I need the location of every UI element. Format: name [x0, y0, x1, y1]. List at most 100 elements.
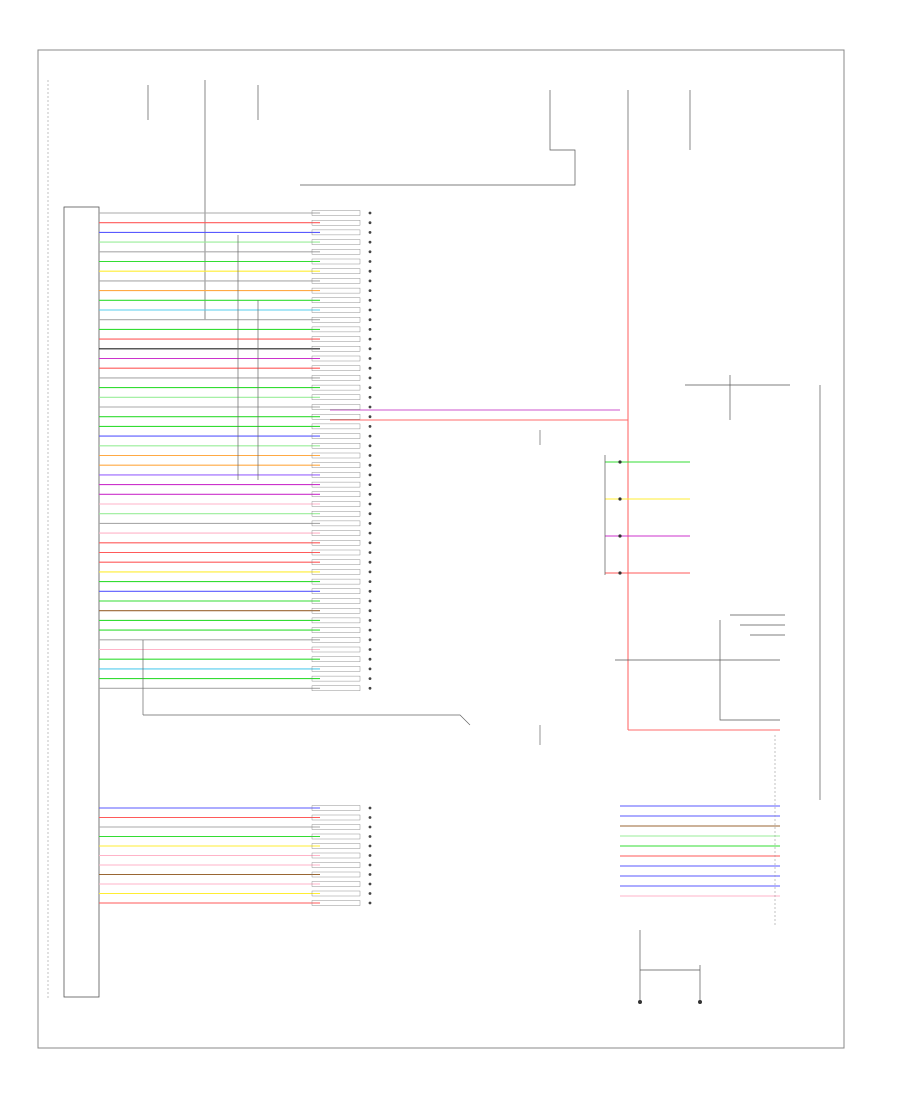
left-wires-connector — [311, 317, 361, 323]
lower-wires-connector — [311, 852, 361, 859]
left-wires-pin — [368, 541, 372, 545]
left-wires-pin — [368, 463, 372, 467]
lower-wires-connector — [311, 890, 361, 897]
lower-wires — [99, 805, 372, 906]
left-wires-pin — [368, 686, 372, 690]
left-wires-pin — [368, 425, 372, 428]
lower-wires-connector — [311, 881, 361, 887]
left-wires-pin — [368, 619, 372, 622]
left-wires-pin — [368, 560, 372, 564]
left-wires-pin — [368, 308, 372, 312]
lower-wires-pin — [368, 816, 372, 819]
lower-wires-pin — [368, 863, 372, 867]
left-wires-pin — [368, 638, 372, 642]
left-wires-connector — [311, 346, 361, 352]
left-wires-connector — [311, 249, 361, 255]
left-wires-connector — [311, 501, 361, 507]
left-wires-connector — [311, 481, 361, 488]
lower-wires-connector — [311, 814, 361, 821]
left-wires-pin — [368, 648, 372, 651]
left-wires-pin — [368, 444, 372, 448]
left-wires-pin — [368, 415, 372, 419]
top-right-connectors — [300, 90, 691, 186]
left-wires-connector — [311, 433, 361, 439]
left-wires-connector — [311, 578, 361, 585]
left-wires-pin — [368, 473, 372, 477]
lower-wires-connector — [311, 833, 361, 840]
lower-wires-pin — [368, 844, 372, 848]
left-wires-pin — [368, 492, 372, 496]
left-wires-pin — [368, 502, 372, 506]
left-wires-pin — [368, 677, 372, 680]
left-wires-connector — [311, 268, 361, 274]
left-wires-connector — [311, 627, 361, 633]
left-wires-pin — [368, 347, 372, 351]
left-wires-connector — [311, 520, 361, 527]
left-wires-connector — [311, 336, 361, 342]
left-wires-pin — [368, 386, 372, 389]
left-wires-connector — [311, 219, 361, 226]
left-wires-connector — [311, 278, 361, 284]
left-wires-pin — [368, 357, 372, 360]
left-wires-pin — [368, 328, 372, 331]
left-wires-connector — [311, 685, 361, 691]
left-wires-connector — [311, 365, 361, 371]
left-wires-connector — [311, 258, 361, 265]
lower-wires-pin — [368, 854, 372, 857]
left-wires-pin — [368, 512, 372, 516]
lower-wires-connector — [311, 871, 361, 878]
left-wires-pin — [368, 454, 372, 457]
lower-wires-pin — [368, 892, 372, 895]
left-wires-connector — [311, 423, 361, 430]
left-wires-connector — [311, 569, 361, 575]
lower-wires-connector — [311, 843, 361, 849]
middle-jumpers — [142, 235, 541, 745]
left-wires-connector — [311, 394, 361, 400]
left-wires-pin — [368, 250, 372, 254]
left-wires-connector — [311, 452, 361, 459]
left-wires-connector — [311, 287, 361, 294]
left-wires-pin — [368, 366, 372, 370]
left-wires-pin — [368, 279, 372, 283]
left-wires-pin — [368, 211, 372, 215]
right-branch-wires — [605, 460, 690, 575]
left-wires-pin — [368, 269, 372, 273]
left-wires-pin — [368, 240, 372, 244]
left-wires-pin — [368, 628, 372, 632]
left-wires-connector — [311, 443, 361, 449]
left-wires-connector — [311, 511, 361, 517]
lower-wires-pin — [368, 806, 372, 810]
left-wires-pin — [368, 289, 372, 292]
left-wires-pin — [368, 580, 372, 583]
left-wires-connector — [311, 355, 361, 362]
left-wires-connector — [311, 588, 361, 594]
left-wires-pin — [368, 318, 372, 322]
right-branch-pin — [618, 534, 622, 538]
left-wires-pin — [368, 231, 372, 234]
left-wires-pin — [368, 260, 372, 263]
diagram-border — [37, 49, 845, 1049]
bottom-grounds — [639, 930, 701, 1000]
left-wires-connector — [311, 656, 361, 662]
left-wires-pin — [368, 599, 372, 603]
left-wires-connector — [311, 384, 361, 391]
left-wires-connector — [311, 462, 361, 468]
left-wires-pin — [368, 657, 372, 661]
lower-wires-connector — [311, 862, 361, 868]
left-wires-connector — [311, 491, 361, 497]
left-wires-connector — [311, 675, 361, 682]
left-wires-pin — [368, 221, 372, 225]
left-wires-connector — [311, 229, 361, 236]
left-wires-pin — [368, 298, 372, 302]
left-wires-pin — [368, 483, 372, 486]
right-branch-pin — [618, 460, 622, 464]
right-branch-pin — [618, 571, 622, 575]
left-wires-pin — [368, 337, 372, 341]
left-wires-pin — [368, 551, 372, 554]
left-module-box — [63, 206, 100, 998]
top-left-feeds — [147, 80, 259, 320]
left-wires-connector — [311, 666, 361, 672]
lower-wires-pin — [368, 825, 372, 829]
left-wires-connector — [311, 637, 361, 643]
